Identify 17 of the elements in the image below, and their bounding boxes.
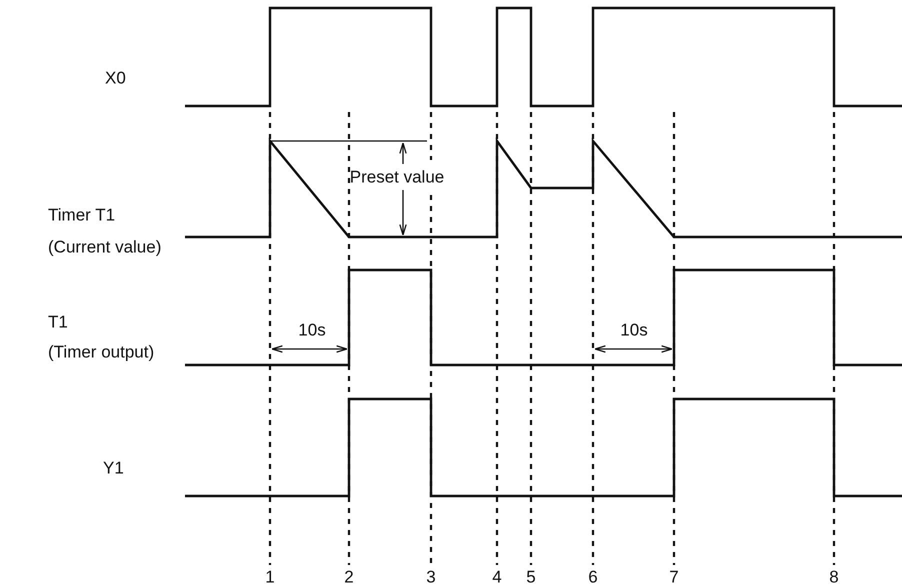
signal-name: (Current value) bbox=[48, 238, 162, 256]
time-marker-number: 5 bbox=[526, 568, 536, 586]
dimension-label: Preset value bbox=[350, 168, 444, 186]
time-marker-number: 2 bbox=[344, 568, 354, 586]
signal-name: T1 bbox=[48, 314, 68, 330]
time-marker-number: 7 bbox=[669, 568, 679, 586]
time-marker-number: 3 bbox=[426, 568, 436, 586]
dimension-label: 10s bbox=[620, 322, 648, 338]
signal-name: (Timer output) bbox=[48, 344, 154, 360]
signal-name: Y1 bbox=[103, 460, 124, 476]
time-marker-number: 8 bbox=[829, 568, 839, 586]
time-marker-number: 6 bbox=[588, 568, 598, 586]
signal-name: X0 bbox=[105, 70, 126, 86]
time-marker-number: 1 bbox=[265, 568, 275, 586]
dimension-label: 10s bbox=[298, 322, 326, 338]
signal-name: Timer T1 bbox=[48, 206, 116, 224]
time-marker-number: 4 bbox=[492, 568, 502, 586]
